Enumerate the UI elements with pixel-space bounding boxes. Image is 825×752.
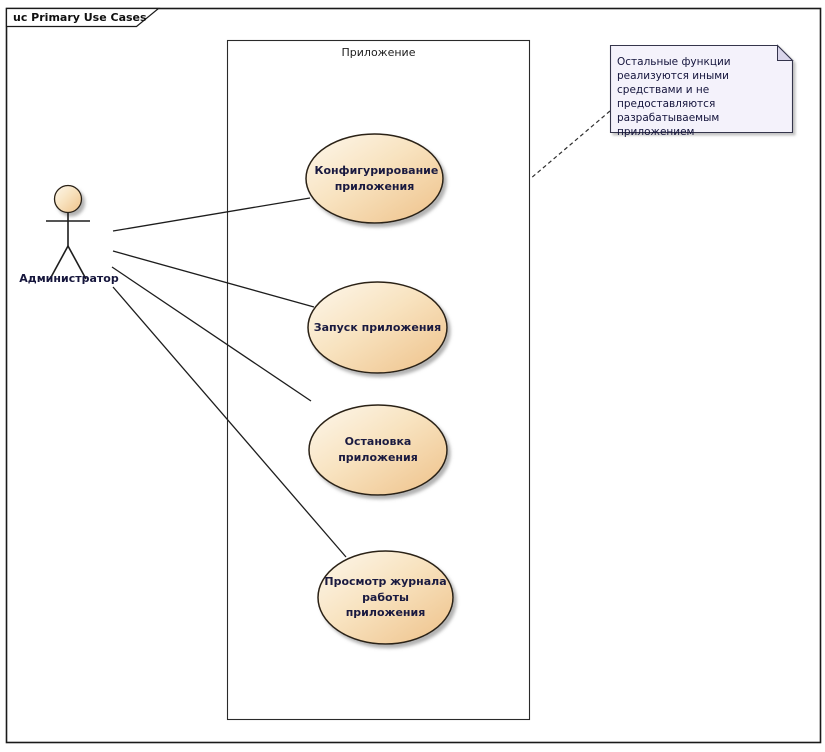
usecase-ellipse-start [307,281,448,374]
actor-label: Администратор [19,272,119,285]
note-connector-line [529,110,611,180]
usecase-ellipse-configure [305,133,444,224]
association-stop [111,266,312,402]
usecase-ellipse-viewlog [317,550,454,645]
usecase-configure: Конфигурирование приложения [306,134,443,223]
usecase-start-label: Запуск приложения [313,320,442,334]
association-start [112,250,315,308]
usecase-viewlog: Просмотр журнала работы приложения [318,551,453,644]
association-viewlog [112,286,347,558]
frame-title: uc Primary Use Cases [13,11,147,24]
note-shape [609,44,794,134]
actor-leg-left [49,245,69,280]
usecase-viewlog-label: Просмотр журнала работы приложения [324,574,447,620]
note-fold-corner [777,44,794,61]
frame-title-tab [5,7,161,28]
actor-figure [46,184,90,280]
usecase-stop-label: Остановка приложения [338,435,418,464]
diagram-frame [5,7,822,744]
usecase-configure-label: Конфигурирование приложения [314,163,439,193]
usecase-ellipse-stop [308,404,448,496]
actor-head [53,184,83,214]
association-configure [112,197,311,232]
note-text: Остальные функции реализуются иными сред… [617,56,731,138]
usecase-start: Запуск приложения [308,282,447,373]
usecase-stop: Остановка приложения [309,405,447,495]
actor-leg-right [67,245,87,280]
system-boundary-label: Приложение [341,46,416,59]
